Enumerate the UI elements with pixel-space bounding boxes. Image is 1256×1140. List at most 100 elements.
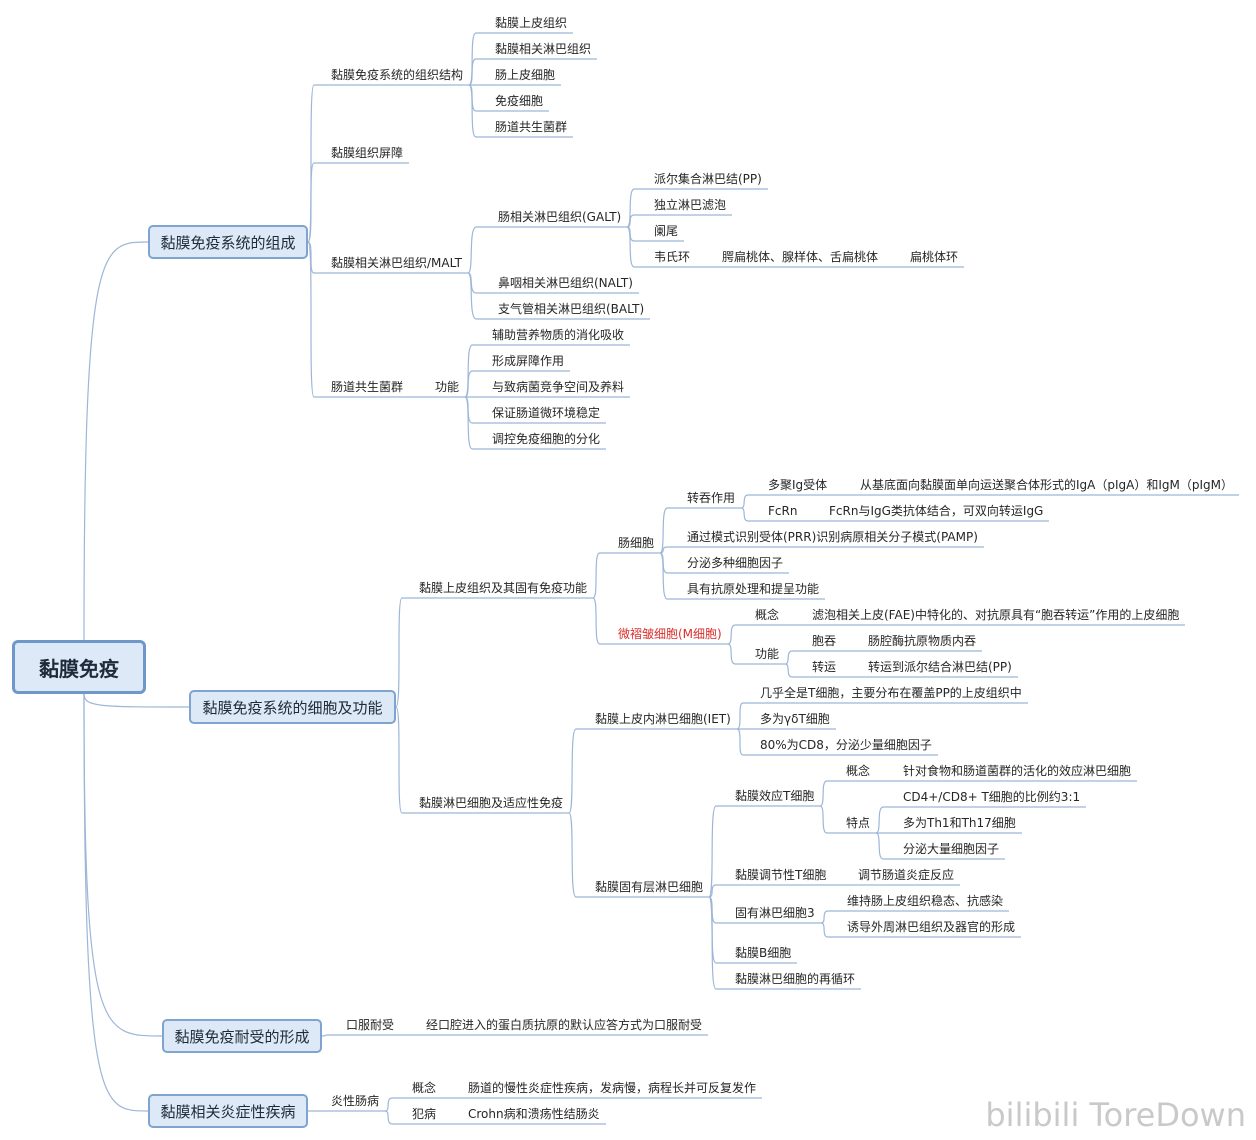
- link-curve: [659, 546, 681, 554]
- link-curve: [568, 728, 589, 814]
- feature-node[interactable]: 特点: [846, 816, 871, 830]
- link-curve: [468, 84, 489, 138]
- pigr-node[interactable]: 多聚Ig受体: [768, 478, 828, 492]
- galt-item[interactable]: 阑尾: [654, 224, 679, 238]
- ibd-disease-label[interactable]: 犯病: [412, 1107, 437, 1121]
- endo-node[interactable]: 胞吞: [812, 634, 837, 648]
- branch-cells-functions[interactable]: 黏膜免疫系统的细胞及功能: [189, 690, 396, 724]
- link-curve: [384, 1097, 406, 1112]
- branch-inflammatory[interactable]: 黏膜相关炎症性疾病: [148, 1094, 308, 1128]
- fcrn-node[interactable]: FcRn: [768, 504, 798, 518]
- iel-item[interactable]: 多为γδT细胞: [760, 712, 830, 726]
- branch-tolerance[interactable]: 黏膜免疫耐受的形成: [162, 1019, 322, 1053]
- iel-node[interactable]: 黏膜上皮内淋巴细胞(IET): [595, 712, 731, 726]
- link-curve: [384, 1110, 406, 1125]
- galt-item[interactable]: 韦氏环: [654, 250, 691, 264]
- link-curve: [659, 552, 681, 600]
- treg-desc[interactable]: 调节肠道炎症反应: [858, 868, 955, 882]
- iel-item[interactable]: 几乎全是T细胞，主要分布在覆盖PP的上皮组织中: [760, 686, 1022, 700]
- ilc3-item[interactable]: 维持肠上皮组织稳态、抗感染: [847, 894, 1004, 908]
- link-curve: [875, 806, 897, 834]
- recirculation-node[interactable]: 黏膜淋巴细胞的再循环: [735, 972, 856, 986]
- link-curve: [708, 896, 729, 990]
- waldeyer-sub[interactable]: 腭扁桃体、腺样体、舌扁桃体: [722, 250, 879, 264]
- fcrn-desc[interactable]: FcRn与IgG类抗体结合，可双向转运IgG: [829, 504, 1044, 518]
- endo-desc[interactable]: 肠腔酶抗原物质内吞: [868, 634, 977, 648]
- ilc3-item[interactable]: 诱导外周淋巴组织及器官的形成: [847, 920, 1016, 934]
- ibd-disease[interactable]: Crohn病和溃疡性结肠炎: [468, 1107, 600, 1121]
- branch-composition[interactable]: 黏膜免疫系统的组成: [148, 225, 308, 259]
- struct-item[interactable]: 黏膜相关淋巴组织: [495, 42, 592, 56]
- link-curve: [467, 272, 492, 320]
- root-node[interactable]: 黏膜免疫: [12, 640, 146, 694]
- waldeyer-sub2[interactable]: 扁桃体环: [910, 250, 959, 264]
- enterocyte-item[interactable]: 具有抗原处理和提呈功能: [687, 582, 820, 596]
- barrier-node[interactable]: 黏膜组织屏障: [331, 146, 404, 160]
- transport-node[interactable]: 转运: [812, 660, 837, 674]
- oral-tolerance-desc[interactable]: 经口腔进入的蛋白质抗原的默认应答方式为口服耐受: [426, 1018, 703, 1032]
- lymph-node[interactable]: 黏膜淋巴细胞及适应性免疫: [419, 796, 564, 810]
- link-curve: [467, 226, 492, 274]
- epithelium-node[interactable]: 黏膜上皮组织及其固有免疫功能: [419, 581, 588, 595]
- enterocyte-node[interactable]: 肠细胞: [618, 536, 655, 550]
- flora-func-item[interactable]: 辅助营养物质的消化吸收: [492, 328, 625, 342]
- link-curve: [727, 643, 749, 665]
- struct-node[interactable]: 黏膜免疫系统的组织结构: [331, 68, 464, 82]
- link-curve: [626, 188, 648, 228]
- struct-item[interactable]: 肠道共生菌群: [495, 120, 568, 134]
- enterocyte-item[interactable]: 分泌多种细胞因子: [687, 556, 784, 570]
- feature-item[interactable]: 分泌大量细胞因子: [903, 842, 1000, 856]
- link-curve: [464, 396, 486, 450]
- link-curve: [395, 706, 413, 814]
- enterocyte-item[interactable]: 通过模式识别受体(PRR)识别病原相关分子模式(PAMP): [687, 530, 978, 544]
- struct-item[interactable]: 肠上皮细胞: [495, 68, 556, 82]
- effector-concept[interactable]: 针对食物和肠道菌群的活化的效应淋巴细胞: [903, 764, 1132, 778]
- effector-concept-label[interactable]: 概念: [846, 764, 871, 778]
- b-cell-node[interactable]: 黏膜B细胞: [735, 946, 792, 960]
- mcell-func-label[interactable]: 功能: [755, 647, 780, 661]
- iel-item[interactable]: 80%为CD8，分泌少量细胞因子: [760, 738, 932, 752]
- link-curve: [83, 241, 149, 641]
- galt-item[interactable]: 独立淋巴滤泡: [654, 198, 727, 212]
- flora-func-item[interactable]: 与致病菌竞争空间及养料: [492, 380, 625, 394]
- galt-item[interactable]: 派尔集合淋巴结(PP): [654, 172, 762, 186]
- struct-item[interactable]: 黏膜上皮组织: [495, 16, 568, 30]
- link-curve: [568, 812, 589, 898]
- link-curve: [307, 162, 325, 243]
- treg-node[interactable]: 黏膜调节性T细胞: [735, 868, 827, 882]
- link-curve: [83, 693, 149, 1112]
- balt-node[interactable]: 支气管相关淋巴组织(BALT): [498, 302, 645, 316]
- transcytosis-node[interactable]: 转吞作用: [687, 491, 736, 505]
- pigr-desc[interactable]: 从基底面向黏膜面单向运送聚合体形式的IgA（pIgA）和IgM（pIgM）: [860, 478, 1233, 492]
- transport-desc[interactable]: 转运到派尔结合淋巴结(PP): [868, 660, 1012, 674]
- ibd-concept[interactable]: 肠道的慢性炎症性疾病，发病慢，病程长并可反复发作: [468, 1081, 757, 1095]
- lamina-propria-node[interactable]: 黏膜固有层淋巴细胞: [595, 880, 704, 894]
- malt-node[interactable]: 黏膜相关淋巴组织/MALT: [331, 256, 462, 270]
- ibd-node[interactable]: 炎性肠病: [331, 1094, 380, 1108]
- link-curve: [321, 1034, 340, 1037]
- nalt-node[interactable]: 鼻咽相关淋巴组织(NALT): [498, 276, 633, 290]
- ibd-concept-label[interactable]: 概念: [412, 1081, 437, 1095]
- link-curve: [784, 650, 806, 665]
- struct-item[interactable]: 免疫细胞: [495, 94, 544, 108]
- flora-func-item[interactable]: 形成屏障作用: [492, 354, 565, 368]
- feature-item[interactable]: 多为Th1和Th17细胞: [903, 816, 1016, 830]
- link-curve: [736, 728, 754, 756]
- flora-node[interactable]: 肠道共生菌群: [331, 380, 404, 394]
- link-curve: [626, 214, 648, 228]
- mcell-node[interactable]: 微褶皱细胞(M细胞): [618, 627, 722, 641]
- flora-func-item[interactable]: 调控免疫细胞的分化: [492, 432, 601, 446]
- mcell-concept[interactable]: 滤泡相关上皮(FAE)中特化的、对抗原具有“胞吞转运”作用的上皮细胞: [812, 608, 1180, 622]
- link-curve: [83, 693, 190, 708]
- oral-tolerance-node[interactable]: 口服耐受: [346, 1018, 395, 1032]
- ilc3-node[interactable]: 固有淋巴细胞3: [735, 906, 815, 920]
- flora-func-item[interactable]: 保证肠道微环境稳定: [492, 406, 601, 420]
- effector-t-node[interactable]: 黏膜效应T细胞: [735, 789, 815, 803]
- link-curve: [708, 805, 729, 898]
- link-curve: [727, 624, 749, 645]
- flora-func-node[interactable]: 功能: [435, 380, 460, 394]
- link-curve: [740, 507, 762, 522]
- galt-node[interactable]: 肠相关淋巴组织(GALT): [498, 210, 622, 224]
- mcell-concept-label[interactable]: 概念: [755, 608, 780, 622]
- feature-item[interactable]: CD4+/CD8+ T细胞的比例约3:1: [903, 790, 1081, 804]
